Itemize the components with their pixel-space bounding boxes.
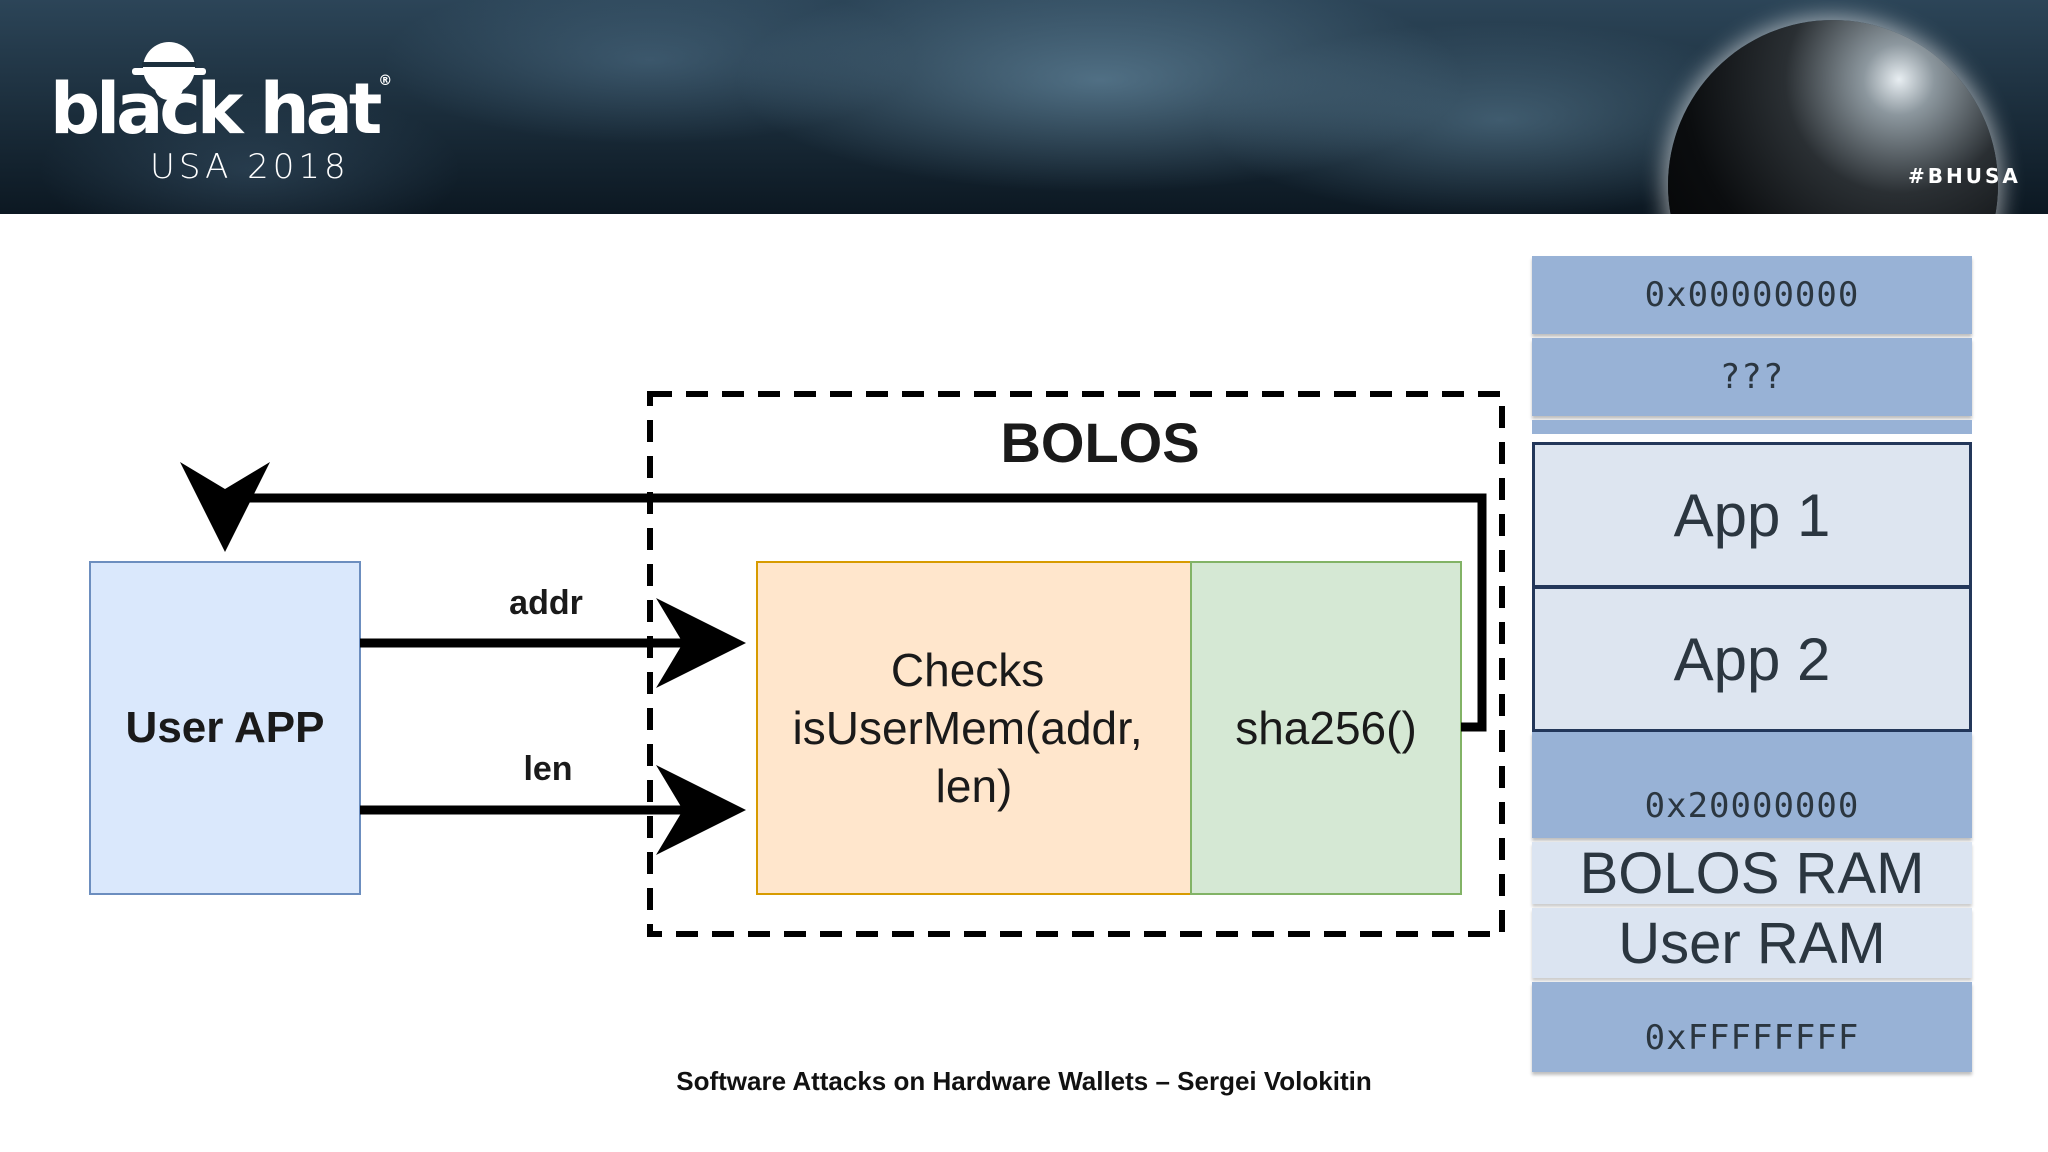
memory-segment-app2: App 2 [1532, 586, 1972, 732]
memory-segment-bolos-ram: BOLOS RAM [1532, 841, 1972, 906]
addr-arrow-label: addr [509, 584, 583, 622]
memory-segment-start-address: 0x00000000 [1532, 256, 1972, 334]
hashtag: #BHUSA [1908, 164, 2021, 188]
memory-segment-ram-address: 0x20000000 [1532, 732, 1972, 838]
len-arrow-label: len [523, 750, 572, 788]
user-app-box [89, 561, 361, 895]
memory-segment-end-address: 0xFFFFFFFF [1532, 982, 1972, 1072]
logo-subtitle: USA 2018 [150, 147, 350, 187]
checks-line-3: len) [936, 760, 1013, 812]
memory-segment-app1: App 1 [1532, 442, 1972, 588]
checks-line-2: isUserMem(addr, [793, 702, 1143, 754]
bolos-title: BOLOS [1000, 411, 1199, 474]
checks-label: Checks isUserMem(addr, len) [793, 644, 1156, 812]
memory-segment-user-ram: User RAM [1532, 908, 1972, 978]
checks-line-1: Checks [891, 644, 1044, 696]
checks-box [756, 561, 1192, 895]
sha256-label: sha256() [1235, 702, 1417, 754]
slide-footer: Software Attacks on Hardware Wallets – S… [676, 1066, 1372, 1096]
memory-segment-gap [1532, 420, 1972, 434]
sha256-box [1190, 561, 1462, 895]
return-arrow [180, 462, 1487, 732]
user-app-label: User APP [126, 703, 325, 752]
bolos-boundary [647, 391, 1505, 937]
header-banner: black hat® USA 2018 #BHUSA [0, 0, 2048, 214]
logo-wordmark: black hat® [50, 68, 393, 150]
blackhat-logo-icon [132, 42, 206, 100]
memory-segment-unknown: ??? [1532, 338, 1972, 416]
